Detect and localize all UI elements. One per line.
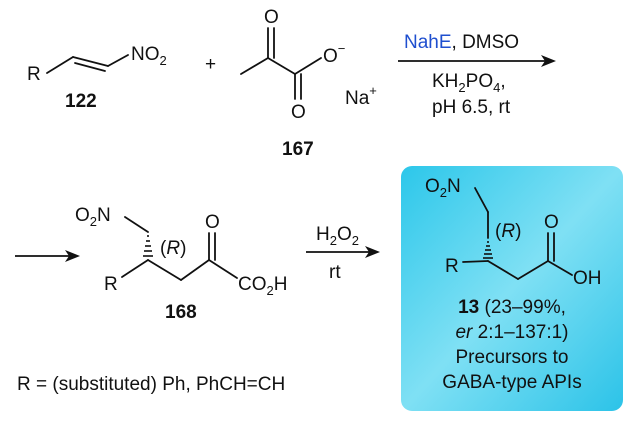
plus-sign: +: [205, 54, 216, 75]
nitroalkene-122: R NO2 122: [27, 44, 167, 112]
intermediate-168: O2N (R) O R CO2H 168: [75, 205, 287, 323]
arrow1-conditions: pH 6.5, rt: [432, 97, 511, 118]
reaction-arrow-2: H2O2 rt: [306, 224, 380, 283]
reactant2-number: 167: [282, 139, 314, 160]
intermediate-nitro-label: O2N: [75, 205, 111, 229]
pyruvate-167: O O O− Na+ 167: [240, 7, 377, 160]
arrow1-reagents-top: NahE, DMSO: [404, 32, 519, 53]
product-acid-oh: OH: [573, 268, 602, 289]
intermediate-acid-label: CO2H: [238, 274, 287, 298]
reactant1-nitro-label: NO2: [131, 44, 167, 68]
pyruvate-ketone-oxygen: O: [264, 7, 279, 28]
product-highlight-box: [401, 166, 623, 411]
product-acid-oxygen: O: [544, 212, 559, 233]
intermediate-number: 168: [165, 302, 197, 323]
arrow2-temperature: rt: [329, 262, 341, 283]
product-description-1: Precursors to: [456, 347, 569, 368]
product-r-label: R: [445, 256, 459, 277]
enzyme-name: NahE: [404, 32, 452, 53]
continuation-arrow: [15, 250, 80, 262]
intermediate-keto-oxygen: O: [205, 212, 220, 233]
product-13: O2N (R) O OH R 13 (23–99%, er 2:1–137:1)…: [425, 176, 602, 393]
reactant1-number: 122: [65, 91, 97, 112]
product-stereo-label: (R): [495, 221, 521, 242]
arrow2-reagent: H2O2: [316, 224, 359, 248]
product-er-line: er 2:1–137:1): [455, 322, 568, 343]
reaction-arrow-1: NahE, DMSO KH2PO4, pH 6.5, rt: [398, 32, 556, 118]
arrow1-buffer: KH2PO4,: [432, 71, 506, 95]
reactant1-r-label: R: [27, 64, 41, 85]
intermediate-stereo-label: (R): [160, 238, 186, 259]
product-number: 13: [458, 297, 479, 318]
product-description-2: GABA-type APIs: [442, 372, 581, 393]
pyruvate-carboxylate-oxygen: O−: [323, 41, 345, 67]
pyruvate-carbonyl-oxygen: O: [291, 102, 306, 123]
sodium-counterion: Na+: [345, 83, 377, 109]
product-nitro-label: O2N: [425, 176, 461, 200]
substituent-footnote: R = (substituted) Ph, PhCH=CH: [17, 374, 285, 395]
intermediate-r-label: R: [104, 274, 118, 295]
product-yield-line: 13 (23–99%,: [458, 297, 566, 318]
